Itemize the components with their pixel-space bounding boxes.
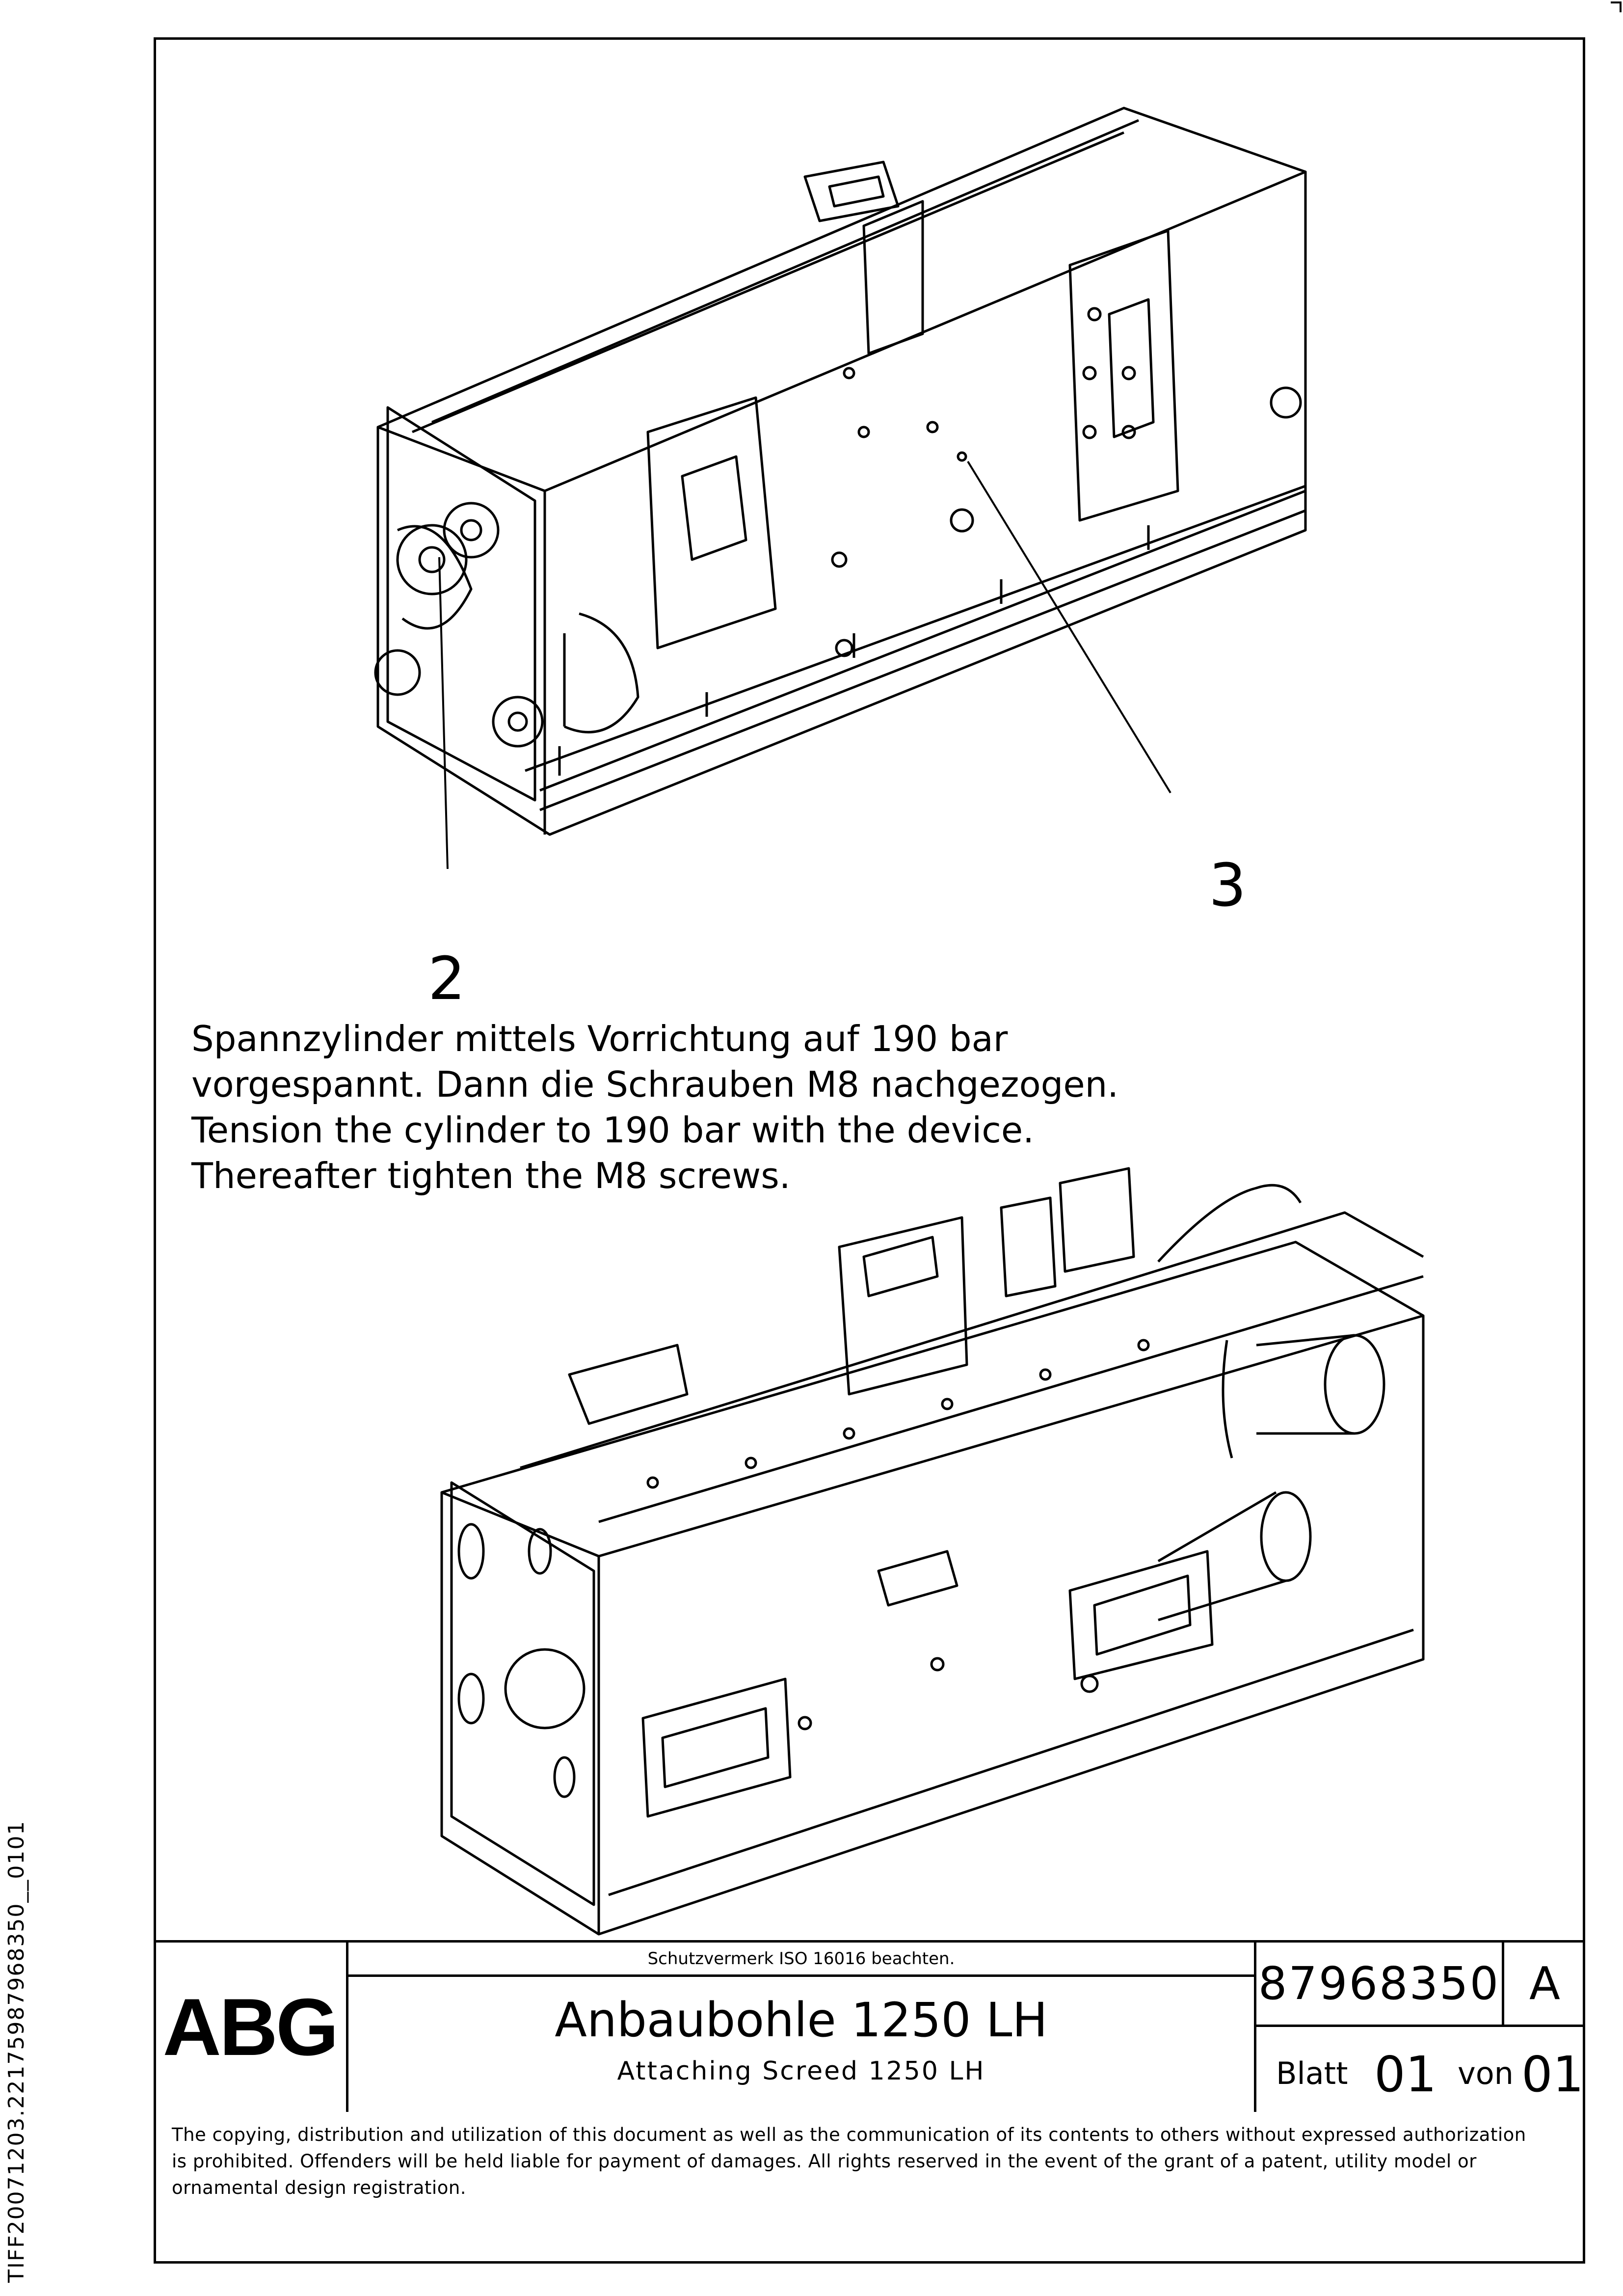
legal-line-2: is prohibited. Offenders will be held li…: [172, 2151, 1477, 2172]
sheet-label: Blatt: [1276, 2055, 1348, 2091]
note-line-4: Thereafter tighten the M8 screws.: [191, 1155, 791, 1196]
sheet-info: Blatt 01 von 01: [1256, 2027, 1585, 2112]
keypad-right: [1068, 1550, 1214, 1680]
revision: A: [1504, 1943, 1585, 2027]
title-english: Attaching Screed 1250 LH: [617, 2056, 985, 2086]
sheet-total: 01: [1521, 2046, 1584, 2103]
leader-line-3: [967, 460, 1171, 794]
drawing-frame: [154, 37, 1585, 2264]
leader-line-2: [438, 557, 449, 869]
sheet-number: 01: [1374, 2046, 1437, 2103]
protection-note: Schutzvermerk ISO 16016 beachten.: [348, 1943, 1254, 1977]
keypad-left: [641, 1677, 792, 1818]
title-area: Schutzvermerk ISO 16016 beachten. Anbaub…: [348, 1943, 1256, 2112]
callout-3: 3: [1209, 852, 1247, 920]
title-german: Anbaubohle 1250 LH: [555, 1993, 1048, 2048]
drawing-number: 87968350: [1256, 1943, 1504, 2027]
drawing-info: 87968350 A Blatt 01 von 01: [1256, 1943, 1585, 2112]
title-block: ABG Schutzvermerk ISO 16016 beachten. An…: [154, 1940, 1585, 2112]
legal-line-1: The copying, distribution and utilizatio…: [172, 2124, 1526, 2145]
lower-assembly-drawing: [440, 1167, 1425, 1936]
company-logo: ABG: [154, 1943, 348, 2112]
legal-notice: The copying, distribution and utilizatio…: [172, 2122, 1561, 2201]
note-line-2: vorgespannt. Dann die Schrauben M8 nachg…: [191, 1064, 1119, 1105]
assembly-note: Spannzylinder mittels Vorrichtung auf 19…: [191, 1016, 1118, 1199]
note-line-1: Spannzylinder mittels Vorrichtung auf 19…: [191, 1018, 1008, 1059]
callout-2: 2: [428, 945, 466, 1013]
of-label: von: [1458, 2055, 1514, 2091]
corner-mark: [1611, 1, 1622, 12]
note-line-3: Tension the cylinder to 190 bar with the…: [191, 1109, 1034, 1151]
legal-line-3: ornamental design registration.: [172, 2177, 467, 2198]
upper-assembly-drawing: [374, 107, 1307, 836]
